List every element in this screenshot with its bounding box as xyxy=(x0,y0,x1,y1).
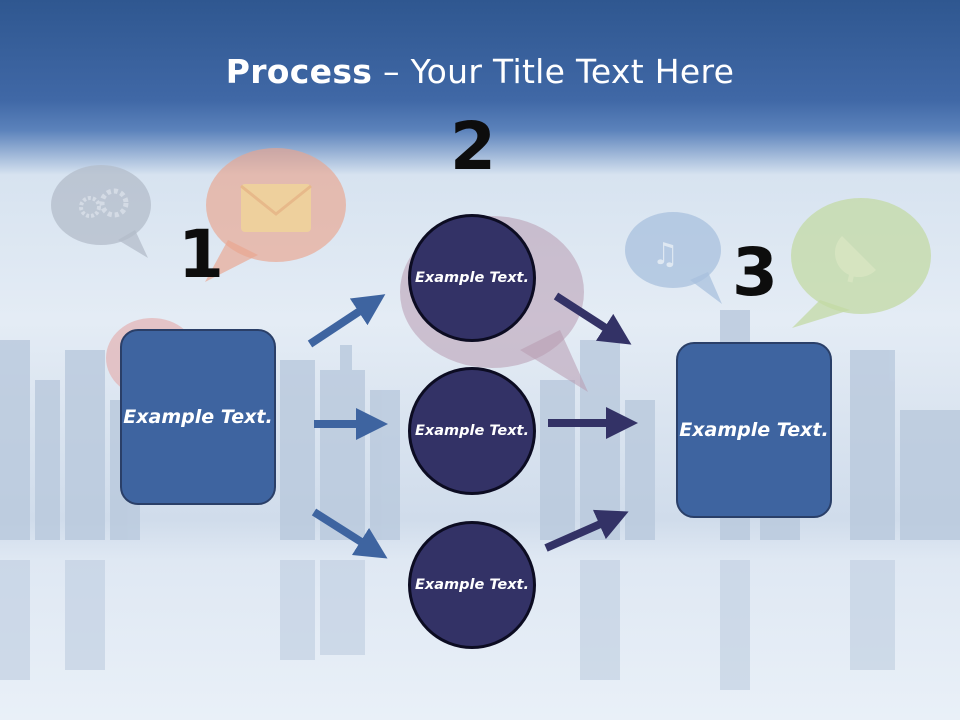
step-3-text: Example Text. xyxy=(679,418,829,441)
title-bold: Process xyxy=(225,52,373,91)
step-number-1: 1 xyxy=(178,216,224,293)
circle-top: Example Text. xyxy=(408,214,536,342)
slide-title: Process – Your Title Text Here xyxy=(0,52,960,91)
svg-text:♫: ♫ xyxy=(652,237,679,272)
circle-bottom-text: Example Text. xyxy=(414,576,530,593)
music-bubble-icon: ♫ xyxy=(625,212,722,304)
satellite-bubble-icon xyxy=(791,198,931,328)
gears-bubble-icon xyxy=(51,165,151,258)
step-1-box: Example Text. xyxy=(120,329,276,505)
arrow-top-to-box3 xyxy=(553,292,632,345)
arrow-bottom-to-box3 xyxy=(544,509,629,552)
circle-top-text: Example Text. xyxy=(414,269,530,286)
mail-bubble-icon xyxy=(205,148,346,282)
title-rest: – Your Title Text Here xyxy=(372,52,735,91)
arrow-to-top-circle xyxy=(307,294,386,348)
circle-middle-text: Example Text. xyxy=(414,422,530,439)
city-reflection xyxy=(0,560,895,690)
circle-middle: Example Text. xyxy=(408,367,536,495)
circle-bottom: Example Text. xyxy=(408,521,536,649)
step-number-3: 3 xyxy=(732,234,778,311)
arrow-to-bottom-circle xyxy=(311,508,388,559)
step-3-box: Example Text. xyxy=(676,342,832,518)
step-1-text: Example Text. xyxy=(123,405,273,428)
step-number-2: 2 xyxy=(450,108,496,185)
